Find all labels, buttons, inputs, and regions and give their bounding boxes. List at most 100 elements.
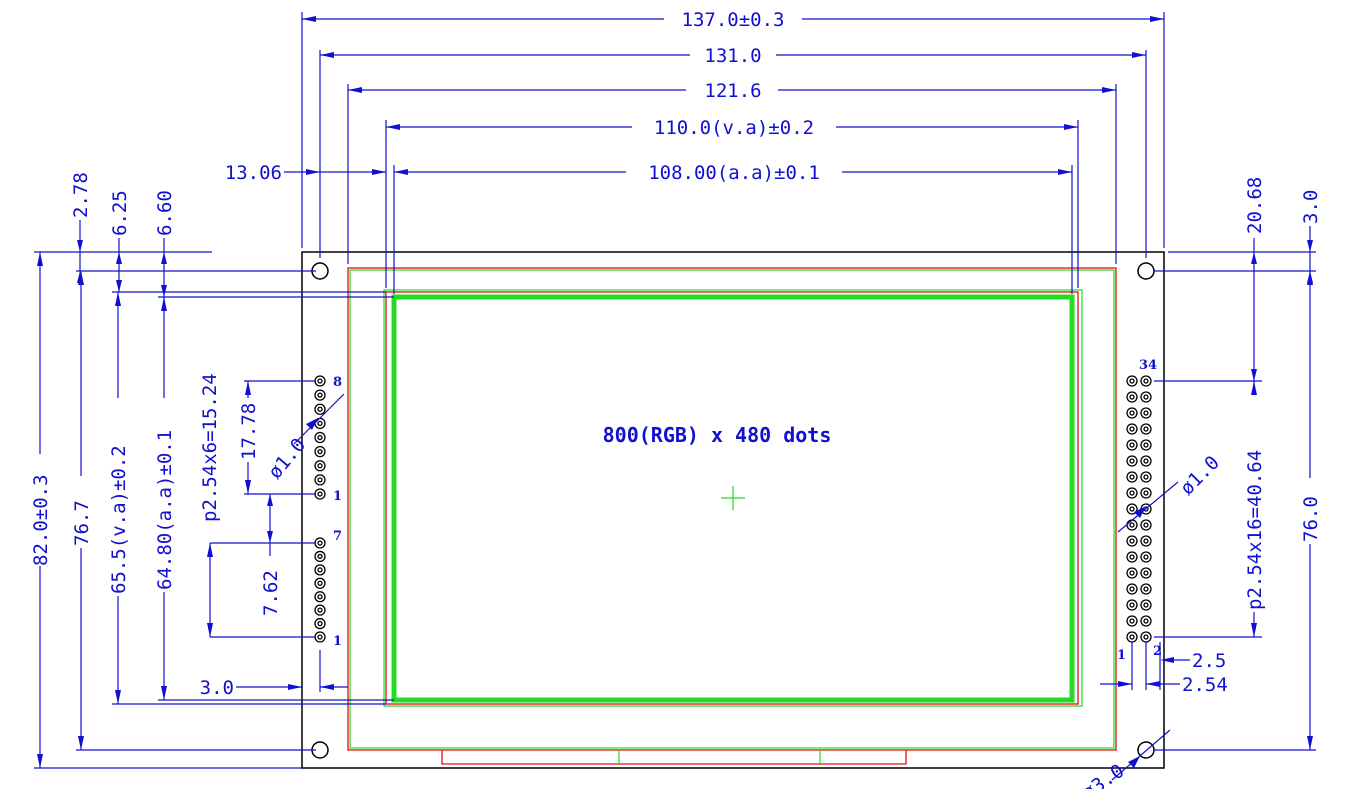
pin-right-b-drill xyxy=(1143,458,1149,464)
pin-right-b-drill xyxy=(1143,522,1149,528)
svg-text:ø1.0: ø1.0 xyxy=(264,434,310,483)
pin-label-left-upper-bottom: 1 xyxy=(333,489,342,504)
svg-text:7.62: 7.62 xyxy=(260,570,282,616)
pin-right-a-drill xyxy=(1129,586,1135,592)
pin-right-b-drill xyxy=(1143,634,1149,640)
pin-left-lower-drill xyxy=(317,607,323,613)
pin-right-a-drill xyxy=(1129,490,1135,496)
dim-mount-hole-diameter: ø3.0 xyxy=(1078,729,1171,789)
svg-text:ø3.0: ø3.0 xyxy=(1078,760,1128,789)
pin-right-b-drill xyxy=(1143,474,1149,480)
dim-right-top: 3.0 xyxy=(1300,190,1322,283)
dim-active-area-width: 108.00(a.a)±0.1 xyxy=(393,162,1073,294)
pin-right-b-drill xyxy=(1143,490,1149,496)
mount-hole-top-right xyxy=(1137,262,1155,280)
svg-text:76.0: 76.0 xyxy=(1300,496,1322,542)
dim-overall-height: 82.0±0.3 xyxy=(30,252,52,768)
resolution-label: 800(RGB) x 480 dots xyxy=(603,423,832,447)
pin-right-b-drill xyxy=(1143,602,1149,608)
pin-right-a-drill xyxy=(1129,634,1135,640)
dim-right-2-54: 2.54 xyxy=(1100,674,1228,696)
pin-label-left-upper-top: 8 xyxy=(333,375,342,390)
dim-overall-width: 137.0±0.3 xyxy=(301,9,1165,248)
dim-right-extensions xyxy=(1154,251,1316,751)
svg-text:110.0(v.a)±0.2: 110.0(v.a)±0.2 xyxy=(654,117,814,139)
svg-text:3.0: 3.0 xyxy=(200,677,234,699)
dim-right-connector-pitch: p2.54x16=40.64 xyxy=(1244,381,1266,637)
pin-left-upper-drill xyxy=(317,392,323,398)
dim-panel-width: 121.6 xyxy=(347,80,1117,264)
dim-left-connector-pitch: 17.78 xyxy=(238,380,316,495)
dim-left-extensions xyxy=(34,251,394,769)
dim-top-6-25: 6.25 xyxy=(109,190,131,292)
pin-right-b-drill xyxy=(1143,442,1149,448)
dim-right-20-68: 20.68 xyxy=(1244,177,1266,381)
pin-right-a-drill xyxy=(1129,474,1135,480)
svg-text:131.0: 131.0 xyxy=(704,45,761,67)
svg-text:137.0±0.3: 137.0±0.3 xyxy=(682,9,785,31)
pin-right-a-drill xyxy=(1129,442,1135,448)
active-area xyxy=(391,294,1075,703)
svg-text:121.6: 121.6 xyxy=(704,80,761,102)
svg-text:2.5: 2.5 xyxy=(1192,650,1226,672)
center-crosshair xyxy=(721,486,745,510)
pin-right-b-drill xyxy=(1143,570,1149,576)
dim-hole-pitch-height: 76.0 xyxy=(1300,271,1322,750)
pin-right-a-drill xyxy=(1129,538,1135,544)
pin-label-left-lower-bottom: 1 xyxy=(333,634,342,649)
pin-right-a-drill xyxy=(1129,618,1135,624)
dim-left-hole-diameter: ø1.0 xyxy=(264,393,345,483)
dim-top-2-78: 2.78 xyxy=(70,172,92,283)
pin-right-a-drill xyxy=(1129,522,1135,528)
svg-text:6.60: 6.60 xyxy=(154,190,176,236)
view-area-green xyxy=(383,289,1083,707)
pin-label-right-bottom-right: 2 xyxy=(1153,644,1162,659)
pin-right-b-drill xyxy=(1143,538,1149,544)
svg-text:ø1.0: ø1.0 xyxy=(1176,452,1224,500)
pin-right-a-drill xyxy=(1129,410,1135,416)
pin-left-upper-drill xyxy=(317,420,323,427)
pin-left-lower-drill xyxy=(317,620,323,627)
pin-left-lower-drill xyxy=(317,567,323,573)
svg-text:13.06: 13.06 xyxy=(225,162,282,184)
pin-label-left-lower-top: 7 xyxy=(333,529,342,544)
pin-right-a-drill xyxy=(1129,602,1135,608)
dim-panel-height: 76.7 xyxy=(71,271,93,750)
svg-text:p2.54x6=15.24: p2.54x6=15.24 xyxy=(199,373,221,522)
svg-text:108.00(a.a)±0.1: 108.00(a.a)±0.1 xyxy=(648,162,820,184)
dim-right-2-5: 2.5 xyxy=(1131,642,1226,690)
pin-right-a-drill xyxy=(1129,378,1135,384)
connector-left-upper xyxy=(314,375,326,500)
pin-right-a-drill xyxy=(1129,458,1135,464)
pin-right-b-drill xyxy=(1143,378,1149,384)
pin-right-b-drill xyxy=(1143,554,1149,560)
pcb-outline xyxy=(301,251,1165,769)
connector-right xyxy=(1126,375,1152,643)
pin-left-upper-drill xyxy=(317,463,323,469)
pin-left-upper-drill xyxy=(317,491,323,497)
svg-text:3.0: 3.0 xyxy=(1300,190,1322,224)
pin-right-a-drill xyxy=(1129,554,1135,560)
svg-text:20.68: 20.68 xyxy=(1244,177,1266,234)
view-area-red xyxy=(385,291,1079,705)
svg-text:2.78: 2.78 xyxy=(70,172,92,218)
dim-left-connector-pitch-label: p2.54x6=15.24 xyxy=(199,373,316,638)
connector-left-lower xyxy=(314,537,326,643)
pin-left-upper-drill xyxy=(317,378,323,384)
pin-left-lower-drill xyxy=(317,580,323,586)
dim-active-area-height: 64.80(a.a)±0.1 xyxy=(154,297,176,700)
dim-hole-pitch-width: 131.0 xyxy=(319,45,1147,258)
pin-left-lower-drill xyxy=(317,540,323,546)
pin-right-b-drill xyxy=(1143,426,1149,432)
pin-left-upper-drill xyxy=(317,406,323,412)
pin-label-right-bottom-left: 1 xyxy=(1117,648,1126,663)
pin-right-a-drill xyxy=(1129,426,1135,432)
svg-text:p2.54x16=40.64: p2.54x16=40.64 xyxy=(1244,450,1266,610)
pin-left-lower-drill xyxy=(317,553,323,560)
pin-right-a-drill xyxy=(1129,506,1135,512)
pin-left-upper-drill xyxy=(317,434,323,441)
fpc-tail xyxy=(441,750,907,765)
pin-right-a-drill xyxy=(1129,394,1135,400)
pin-label-right-top: 34 xyxy=(1139,358,1157,373)
panel-outline-red xyxy=(347,267,1117,751)
